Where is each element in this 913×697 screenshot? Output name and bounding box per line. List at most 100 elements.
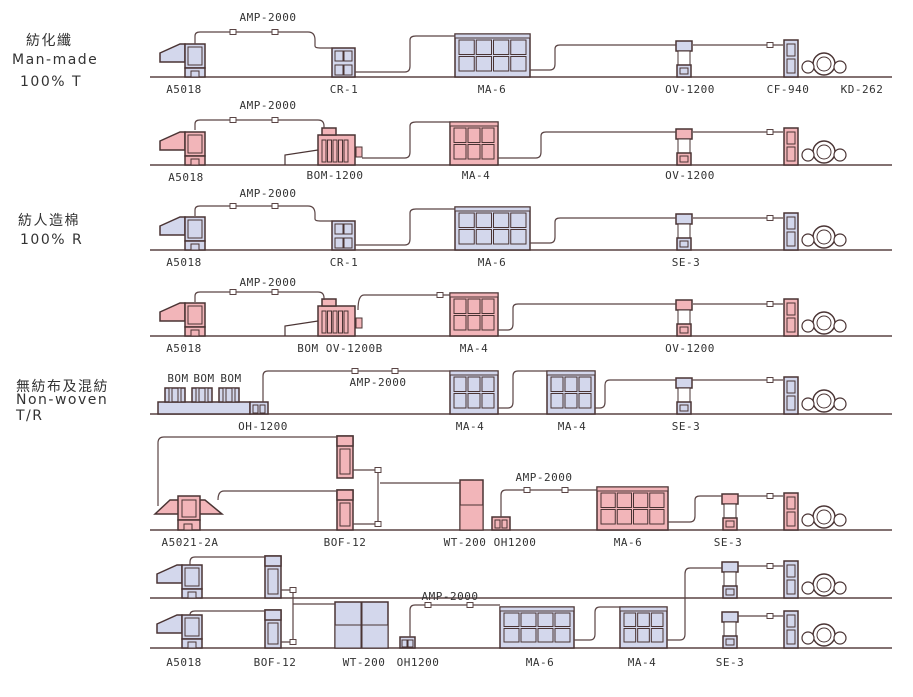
- duct-pipe: [353, 469, 379, 525]
- machine-label: MA-6: [525, 656, 555, 669]
- group-title-manmade: 紡化纖: [26, 33, 73, 49]
- amp-fan-box: [289, 587, 297, 593]
- mixer-ma6: [454, 206, 531, 251]
- amp-fan-box: [229, 29, 237, 35]
- blender-wt200: [334, 601, 389, 649]
- chute-feeder: [783, 212, 799, 251]
- machine-label: OH1200: [396, 656, 440, 669]
- machine-label: OH-1200: [238, 420, 288, 433]
- machine-label: BOM-1200: [306, 169, 364, 182]
- amp-fan-box: [271, 289, 279, 295]
- machine-label: BOF-12: [323, 536, 367, 549]
- duct-pipe: [667, 567, 722, 641]
- duct-pipe: [498, 370, 547, 409]
- bale-feeder: [336, 489, 354, 531]
- cleaner-se3: [721, 611, 739, 649]
- amp-fan-box: [229, 289, 237, 295]
- bale-opener-a5021: [153, 495, 225, 531]
- amp-fan-box: [374, 521, 382, 527]
- amp-fan-box: [766, 613, 774, 619]
- machine-label: MA-6: [477, 83, 507, 96]
- bale-feeder: [264, 555, 282, 599]
- carding-machine: [801, 623, 847, 647]
- blender-wt200: [459, 479, 484, 531]
- bom-label: BOM: [220, 372, 242, 385]
- duct-pipe: [498, 131, 676, 159]
- bale-opener: [159, 302, 206, 337]
- duct-pipe: [194, 31, 332, 49]
- group-blend-rayon: 100% R: [20, 232, 84, 248]
- amp-label: AMP-2000: [239, 11, 297, 24]
- group-blend-nonwoven: T/R: [16, 408, 44, 424]
- duct-pipe: [500, 489, 597, 517]
- carding-machine: [801, 573, 847, 597]
- machine-label: OV-1200: [665, 83, 715, 96]
- amp-fan-box: [271, 203, 279, 209]
- machine-label: WT-200: [443, 536, 487, 549]
- duct-pipe: [362, 121, 450, 159]
- machine-label: BOF-12: [253, 656, 297, 669]
- duct-pipe: [738, 565, 783, 617]
- amp-fan-box: [271, 29, 279, 35]
- amp-fan-box: [766, 493, 774, 499]
- amp-fan-box: [766, 129, 774, 135]
- cleaner-se3: [675, 213, 693, 251]
- chute-feeder: [783, 376, 799, 415]
- amp-fan-box: [766, 563, 774, 569]
- duct-pipe: [409, 604, 500, 637]
- amp-fan-box: [229, 117, 237, 123]
- duct-pipe: [262, 370, 450, 402]
- group-blend-manmade: 100% T: [20, 74, 83, 90]
- amp-fan-box: [271, 117, 279, 123]
- bale-opener: [156, 614, 203, 649]
- group-title-nonwoven: 無紡布及混紡: [16, 379, 109, 395]
- opener-oh1200: [249, 401, 269, 415]
- duct-pipe: [194, 205, 332, 222]
- duct-pipe: [574, 606, 620, 641]
- machine-label: OV-1200: [665, 169, 715, 182]
- bale-opener: [159, 131, 206, 166]
- machine-label: OH1200: [493, 536, 537, 549]
- carding-machine: [801, 311, 847, 335]
- machine-label: A5021-2A: [161, 536, 219, 549]
- carding-machine: [801, 389, 847, 413]
- machine-label: MA-4: [461, 169, 491, 182]
- amp-label: AMP-2000: [421, 590, 479, 603]
- amp-fan-box: [523, 487, 531, 493]
- cleaner-se3: [675, 377, 693, 415]
- machine-label: MA-4: [627, 656, 657, 669]
- duct-pipe: [355, 35, 455, 73]
- mixer-ma4: [546, 370, 596, 415]
- chute-feeder: [783, 127, 799, 166]
- amp-label: AMP-2000: [239, 99, 297, 112]
- amp-fan-box: [766, 377, 774, 383]
- mixer-ma6: [596, 486, 669, 531]
- machine-label: A5018: [166, 342, 202, 355]
- amp-fan-box: [229, 203, 237, 209]
- machine-label: MA-4: [455, 420, 485, 433]
- machine-label: A5018: [166, 256, 202, 269]
- duct-pipe: [498, 303, 676, 331]
- opener-ov1200: [675, 299, 693, 337]
- bale-opener: [159, 216, 206, 251]
- duct-pipe: [530, 44, 676, 71]
- group-subtitle-manmade: Man-made: [12, 52, 99, 68]
- chute-feeder: [783, 610, 799, 649]
- amp-fan-box: [391, 368, 399, 374]
- machine-label: A5018: [166, 656, 202, 669]
- machine-label: WT-200: [342, 656, 386, 669]
- opener-oh1200: [399, 636, 416, 649]
- duct-pipe: [357, 294, 450, 311]
- amp-fan-box: [766, 215, 774, 221]
- carding-machine: [801, 140, 847, 164]
- mixer-ma4: [619, 606, 668, 649]
- amp-fan-box: [289, 639, 297, 645]
- machine-label: SE-3: [671, 256, 701, 269]
- duct-pipe: [194, 119, 325, 130]
- chute-feeder: [783, 39, 799, 78]
- mixer-ma4: [449, 121, 499, 166]
- machine-label: A5018: [168, 171, 204, 184]
- duct-pipe: [530, 217, 676, 244]
